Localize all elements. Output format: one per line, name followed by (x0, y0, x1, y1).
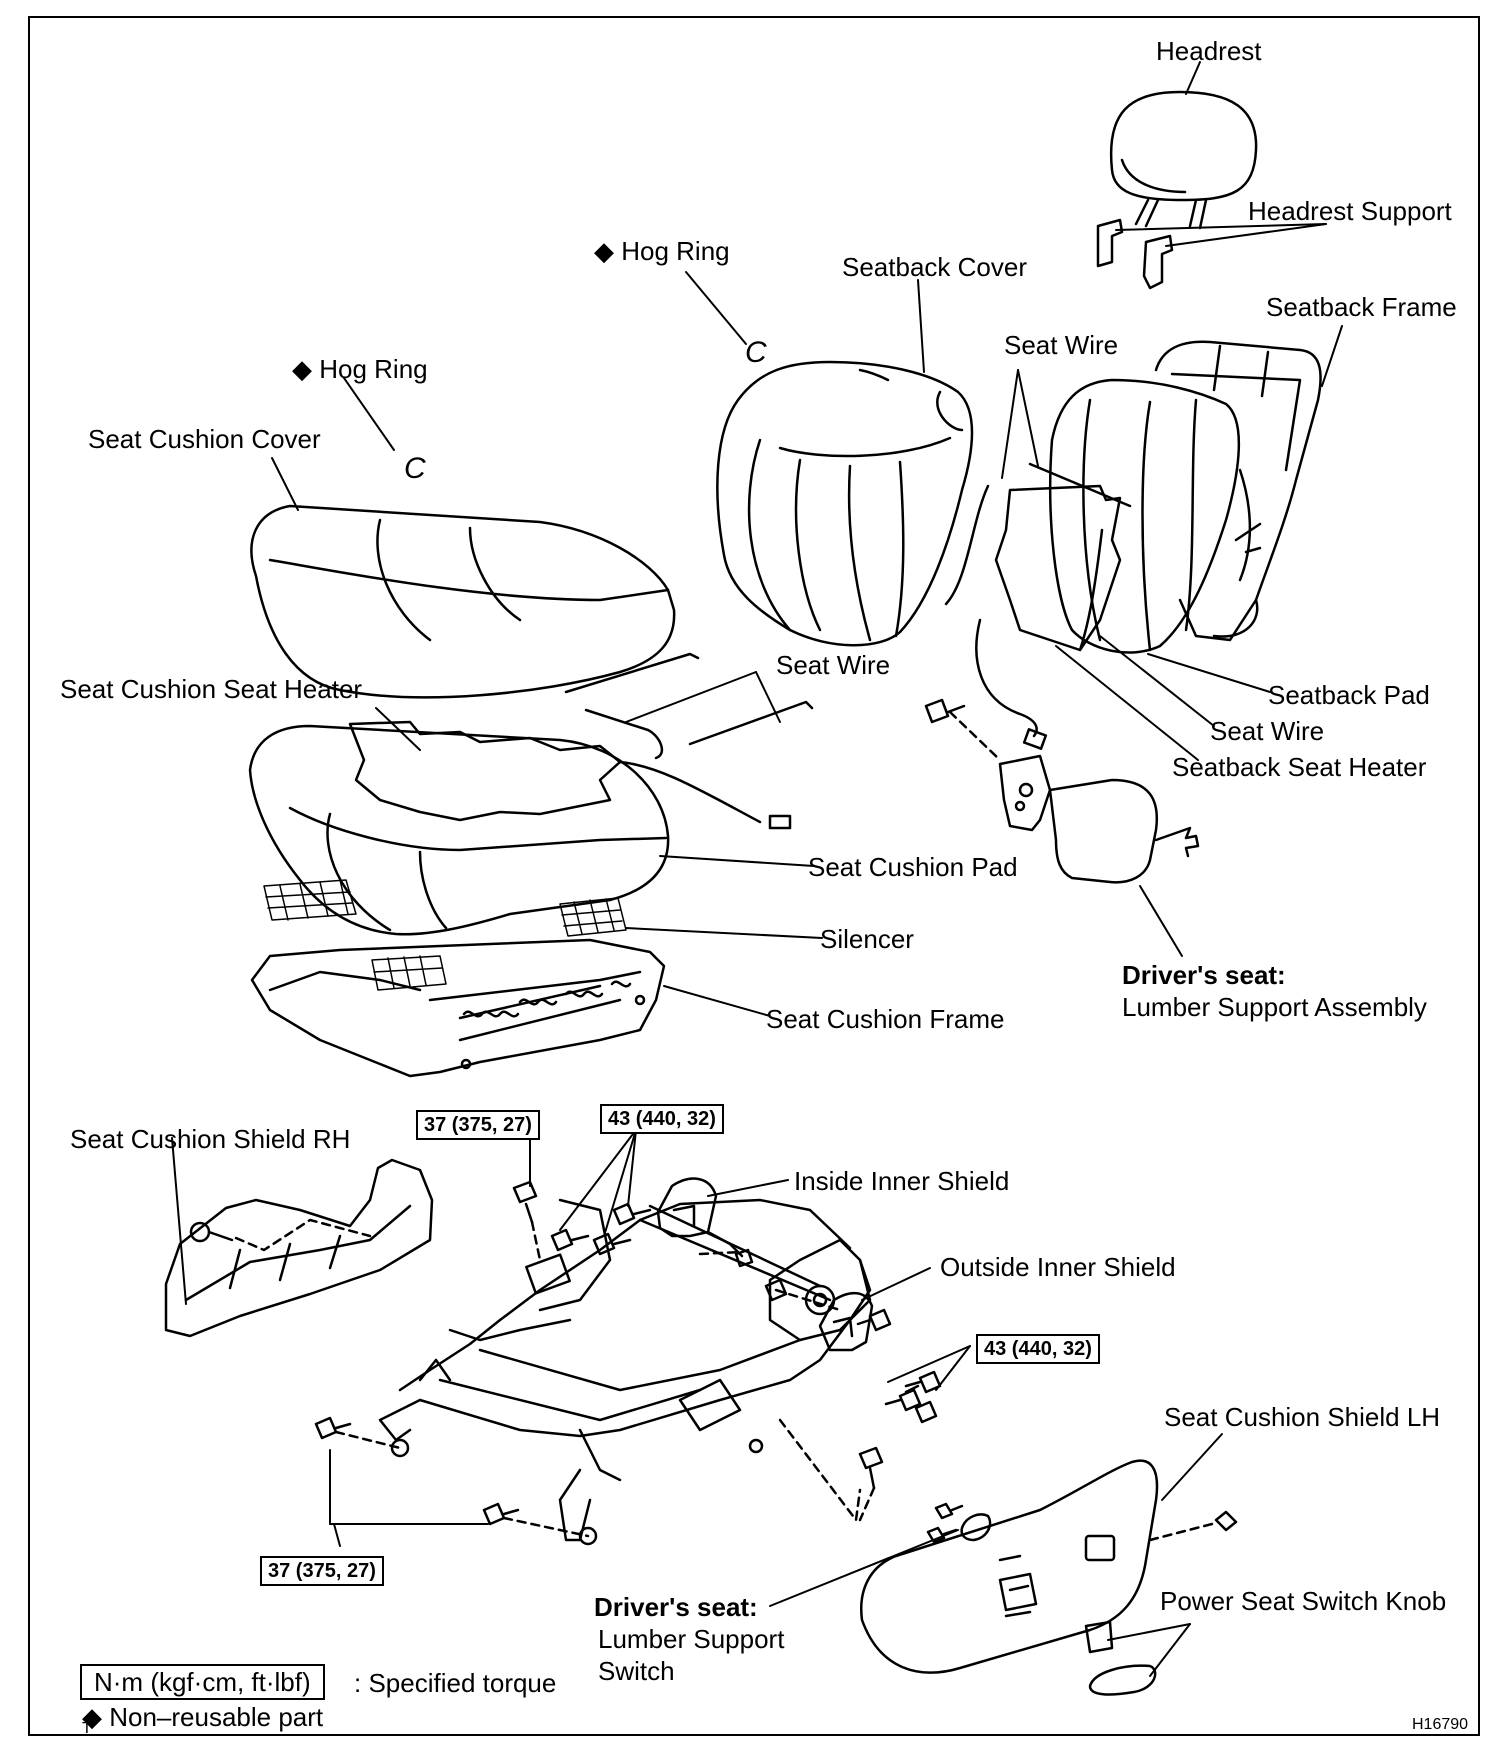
seat-adjuster-part (378, 1198, 872, 1546)
label-seat-wire-right: Seat Wire (1210, 716, 1325, 746)
label-seat-cushion-shield-lh: Seat Cushion Shield LH (1164, 1402, 1441, 1432)
seat-cushion-seat-wire (564, 652, 814, 760)
seatback-seat-wire (1028, 462, 1132, 508)
leader-lines (171, 61, 1343, 1677)
label-headrest: Headrest (1156, 36, 1262, 66)
torque-spec-box: 37 (375, 27) (416, 1110, 540, 1140)
seat-cushion-pad-part (248, 724, 670, 936)
bolt-icon (924, 698, 966, 724)
hog-ring-icon: C (404, 452, 426, 485)
seatback-pad-part (1048, 378, 1241, 654)
outside-inner-shield-part (764, 1278, 874, 1352)
bolt-icon (314, 1180, 942, 1526)
seat-cushion-shield-lh-part (860, 1459, 1238, 1674)
label-drivers-seat-lumber-switch: Driver's seat: (594, 1592, 758, 1622)
label-lumber-support-switch-line1: Lumber Support (598, 1624, 785, 1654)
label-outside-inner-shield: Outside Inner Shield (940, 1252, 1176, 1282)
label-seatback-cover: Seatback Cover (842, 252, 1027, 282)
label-drivers-seat-lumber-assembly: Driver's seat: (1122, 960, 1286, 990)
seat-cushion-shield-rh-part (164, 1158, 434, 1338)
seat-cushion-frame-part (250, 938, 666, 1078)
label-seatback-seat-heater: Seatback Seat Heater (1172, 752, 1427, 782)
label-hog-ring-top: ◆ Hog Ring (594, 236, 730, 266)
label-seat-cushion-seat-heater: Seat Cushion Seat Heater (60, 674, 363, 704)
figure-id: H16790 (1412, 1716, 1469, 1733)
label-inside-inner-shield: Inside Inner Shield (794, 1166, 1010, 1196)
seat-cushion-cover-part (250, 504, 676, 699)
headrest-part (1109, 90, 1258, 230)
label-seat-cushion-pad: Seat Cushion Pad (808, 852, 1018, 882)
label-seat-wire-mid: Seat Wire (776, 650, 891, 680)
label-seat-cushion-frame: Seat Cushion Frame (766, 1004, 1005, 1034)
label-hog-ring-left: ◆ Hog Ring (292, 354, 428, 384)
seatback-seat-wire-left (944, 484, 990, 606)
label-headrest-support: Headrest Support (1248, 196, 1452, 226)
seatback-frame-part (1154, 340, 1322, 642)
torque-spec-box: 43 (440, 32) (976, 1334, 1100, 1364)
seatback-seat-heater-part (975, 484, 1122, 750)
inside-inner-shield-part (656, 1177, 754, 1268)
label-seatback-pad: Seatback Pad (1268, 680, 1430, 710)
label-seat-wire-top: Seat Wire (1004, 330, 1119, 360)
torque-spec-box: 43 (440, 32) (600, 1104, 724, 1134)
lumber-support-assembly-part (998, 754, 1200, 884)
seatback-seat-wire-right (1078, 528, 1104, 652)
label-power-seat-switch-knob: Power Seat Switch Knob (1160, 1586, 1447, 1616)
label-lumber-support-switch-line2: Switch (598, 1656, 675, 1686)
corner-mark: T (82, 1720, 92, 1737)
legend-unit-description: : Specified torque (354, 1668, 557, 1698)
label-seatback-frame: Seatback Frame (1266, 292, 1457, 322)
headrest-support-part (1096, 218, 1174, 290)
power-seat-switch-knob-part (1084, 1620, 1157, 1696)
diagram-frame (28, 16, 1480, 1736)
label-seat-cushion-cover: Seat Cushion Cover (88, 424, 321, 454)
hog-ring-icon: C (745, 336, 767, 369)
legend-nonreusable: ◆ Non–reusable part (82, 1702, 324, 1732)
legend-unit-box: N·m (kgf·cm, ft·lbf) (80, 1664, 325, 1700)
torque-spec-box: 37 (375, 27) (260, 1556, 384, 1586)
label-silencer: Silencer (820, 924, 914, 954)
seatback-cover-part (716, 360, 974, 647)
label-lumber-support-assembly: Lumber Support Assembly (1122, 992, 1427, 1022)
seat-cushion-seat-heater-part (348, 720, 792, 830)
label-seat-cushion-shield-rh: Seat Cushion Shield RH (70, 1124, 351, 1154)
dashed-leaders (334, 1220, 1214, 1542)
